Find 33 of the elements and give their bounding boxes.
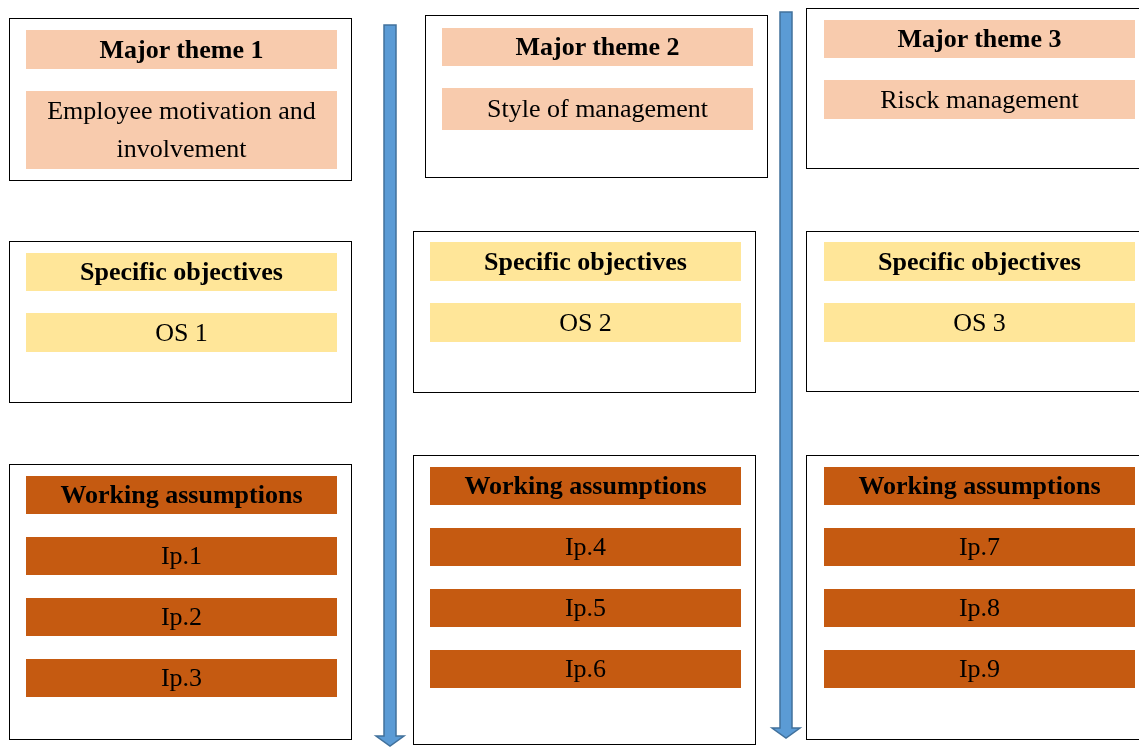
item-band: Ip.9: [824, 650, 1135, 688]
item-band: OS 1: [26, 313, 337, 352]
heading-band: Specific objectives: [430, 242, 741, 281]
outline-box: [413, 231, 756, 393]
item-band: Ip.5: [430, 589, 741, 627]
item-band: Ip.1: [26, 537, 337, 575]
item-band: Ip.4: [430, 528, 741, 566]
outline-box: [806, 455, 1139, 740]
item-band: OS 3: [824, 303, 1135, 342]
item-band: Employee motivation and involvement: [26, 91, 337, 169]
item-band: Ip.7: [824, 528, 1135, 566]
heading-band: Major theme 3: [824, 20, 1135, 58]
outline-box: [413, 455, 756, 745]
outline-box: [425, 15, 768, 178]
outline-box: [9, 464, 352, 740]
item-band: Style of management: [442, 88, 753, 130]
item-band: Ip.3: [26, 659, 337, 697]
heading-band: Specific objectives: [824, 242, 1135, 281]
heading-band: Specific objectives: [26, 253, 337, 291]
heading-band: Major theme 2: [442, 28, 753, 66]
heading-band: Major theme 1: [26, 30, 337, 69]
outline-box: [806, 231, 1139, 392]
item-band: Ip.8: [824, 589, 1135, 627]
heading-band: Working assumptions: [430, 467, 741, 505]
heading-band: Working assumptions: [26, 476, 337, 514]
item-band: Risck management: [824, 80, 1135, 119]
heading-band: Working assumptions: [824, 467, 1135, 505]
outline-box: [9, 18, 352, 181]
item-band: OS 2: [430, 303, 741, 342]
item-band: Ip.2: [26, 598, 337, 636]
outline-box: [9, 241, 352, 403]
item-band: Ip.6: [430, 650, 741, 688]
outline-box: [806, 8, 1139, 169]
